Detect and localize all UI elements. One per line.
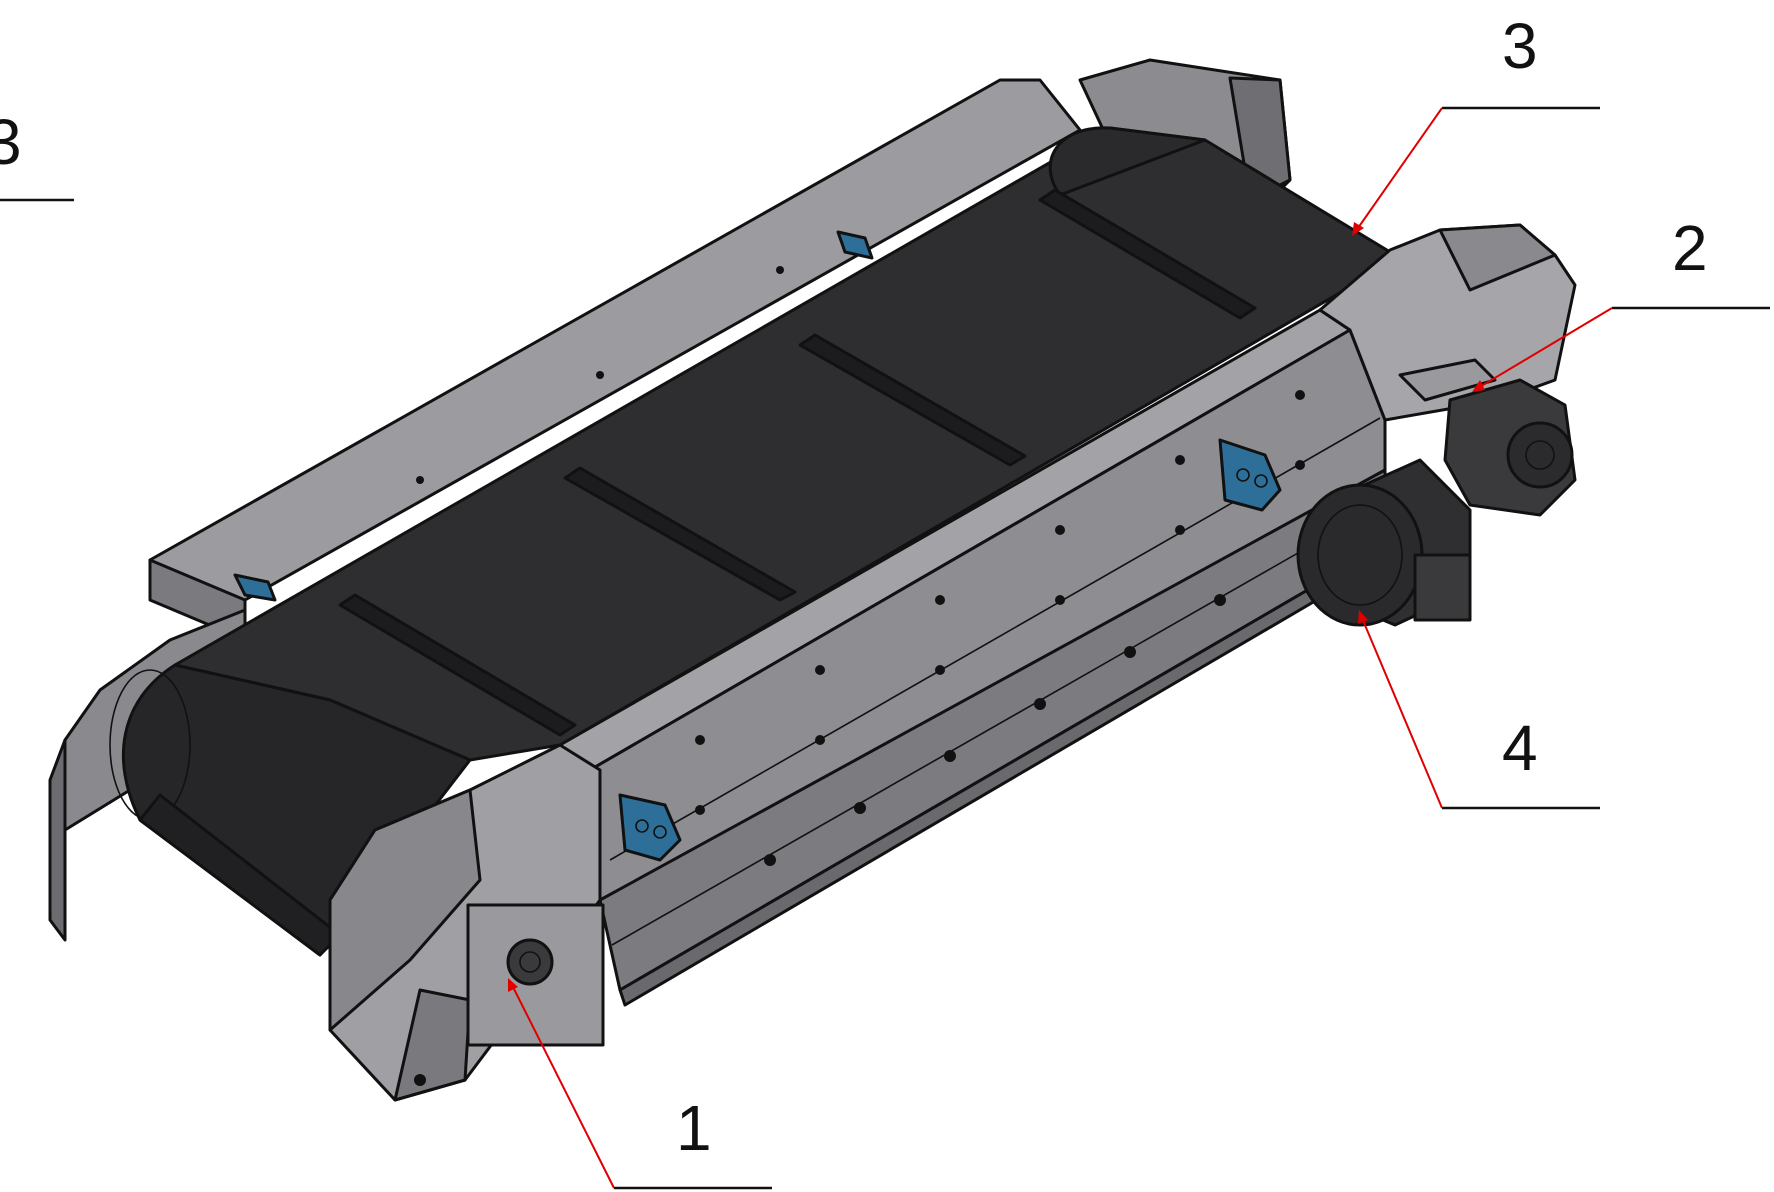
callout-label-3: 3 [1502, 10, 1538, 82]
conveyor-belt [109, 126, 1402, 957]
mounting-brackets [233, 230, 1282, 862]
drive-gearbox [1398, 358, 1577, 517]
callout-label-1: 1 [676, 1092, 712, 1164]
leader-1 [511, 984, 615, 1189]
arrowhead-4 [1358, 610, 1368, 624]
callout-label-cutoff-3: 3 [0, 106, 22, 178]
arrowhead-1 [508, 978, 518, 992]
bracket-far-left [233, 573, 277, 602]
drive-motor [1296, 458, 1472, 627]
arrowhead-2 [1472, 380, 1485, 392]
callout-label-4: 4 [1502, 712, 1538, 784]
bracket-near-left [618, 793, 682, 862]
callout-leaders [0, 106, 1770, 1190]
bracket-near-right [1218, 438, 1282, 512]
leader-4 [1361, 617, 1443, 809]
callout-label-2: 2 [1672, 212, 1708, 284]
leader-2 [1477, 307, 1613, 389]
callout-labels: 3 3 2 4 1 [0, 10, 1708, 1164]
arrowhead-3 [1352, 222, 1364, 236]
bracket-far-mid [836, 230, 874, 260]
leader-3 [1357, 107, 1443, 229]
